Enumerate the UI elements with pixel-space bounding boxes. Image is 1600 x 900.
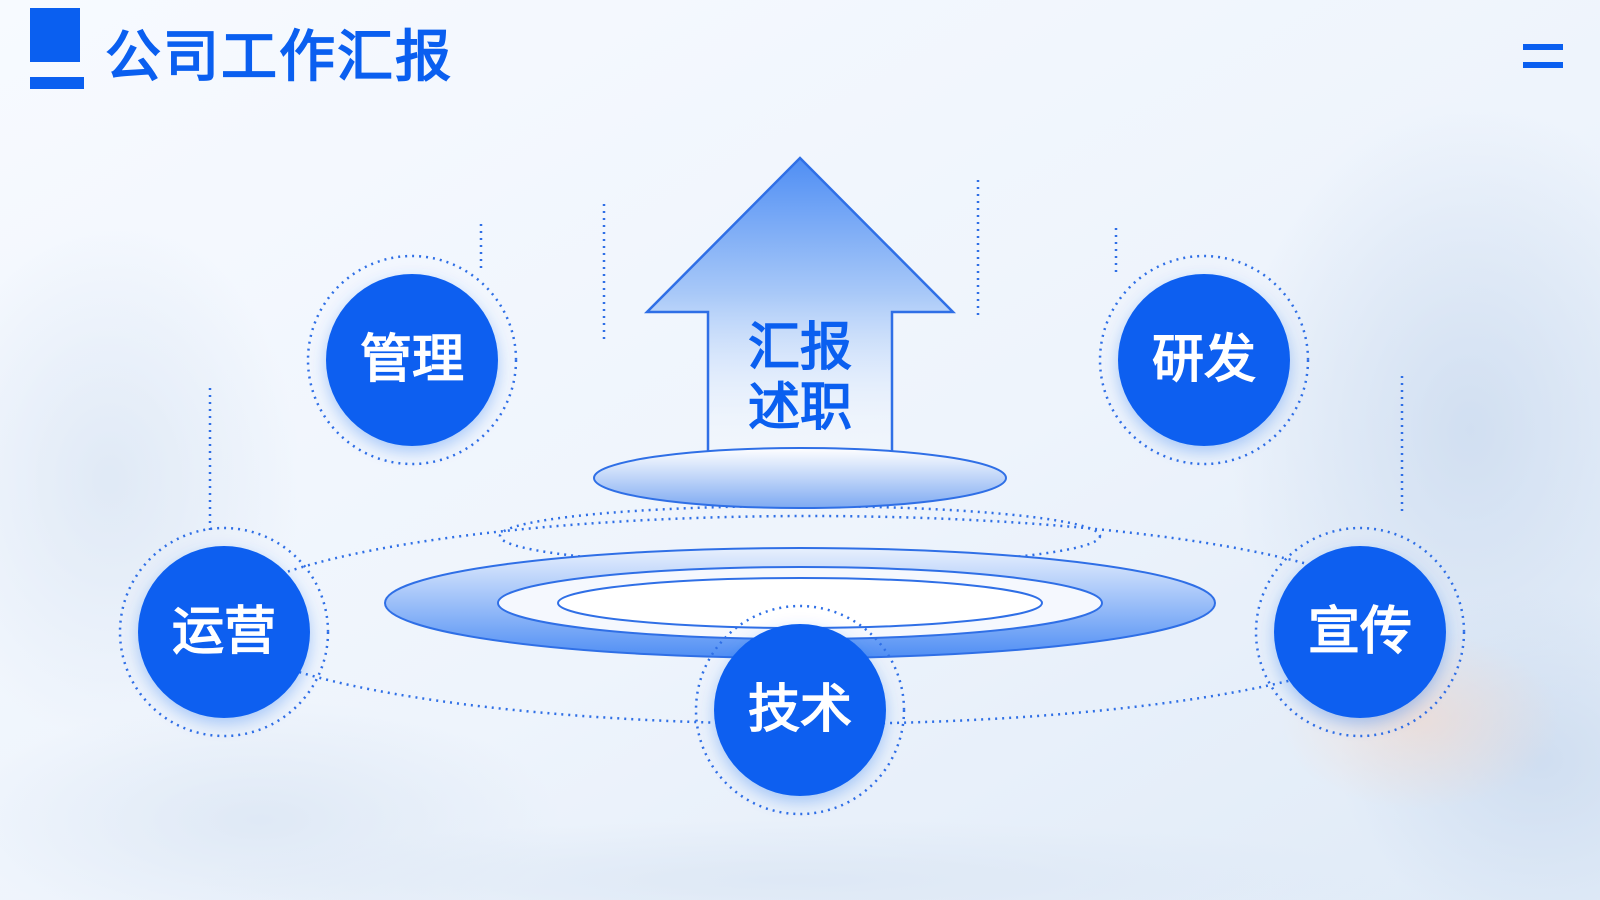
menu-icon[interactable]: [1523, 44, 1563, 70]
node-halo: [1098, 254, 1310, 466]
node-technology: [694, 604, 906, 816]
center-label-line1: 汇报: [747, 318, 852, 378]
node-label-promotion[interactable]: 宣传: [1307, 602, 1412, 662]
node-halo: [694, 604, 906, 816]
title-accent-underline: [30, 77, 84, 89]
node-circle: [714, 624, 886, 796]
node-label-technology[interactable]: 技术: [747, 680, 852, 740]
node-operations: [118, 526, 330, 738]
node-halo: [306, 254, 518, 466]
node-circle: [326, 274, 498, 446]
node-label-research[interactable]: 研发: [1151, 330, 1256, 390]
node-label-operations[interactable]: 运营: [171, 602, 276, 662]
node-circle: [1274, 546, 1446, 718]
page-title: 公司工作汇报: [105, 25, 453, 90]
title-accent-bar: [30, 8, 80, 62]
base-ring-inner: [557, 577, 1043, 629]
node-label-management[interactable]: 管理: [359, 330, 464, 390]
dotted-guides: [208, 180, 1404, 532]
node-halo: [118, 526, 330, 738]
inner-dotted-ring: [498, 504, 1102, 568]
node-circle: [138, 546, 310, 718]
node-management: [306, 254, 518, 466]
node-circle: [1118, 274, 1290, 446]
center-label-line2: 述职: [747, 378, 852, 438]
arrow-disc: [593, 447, 1007, 509]
node-halo: [1254, 526, 1466, 738]
node-promotion: [1254, 526, 1466, 738]
node-research: [1098, 254, 1310, 466]
